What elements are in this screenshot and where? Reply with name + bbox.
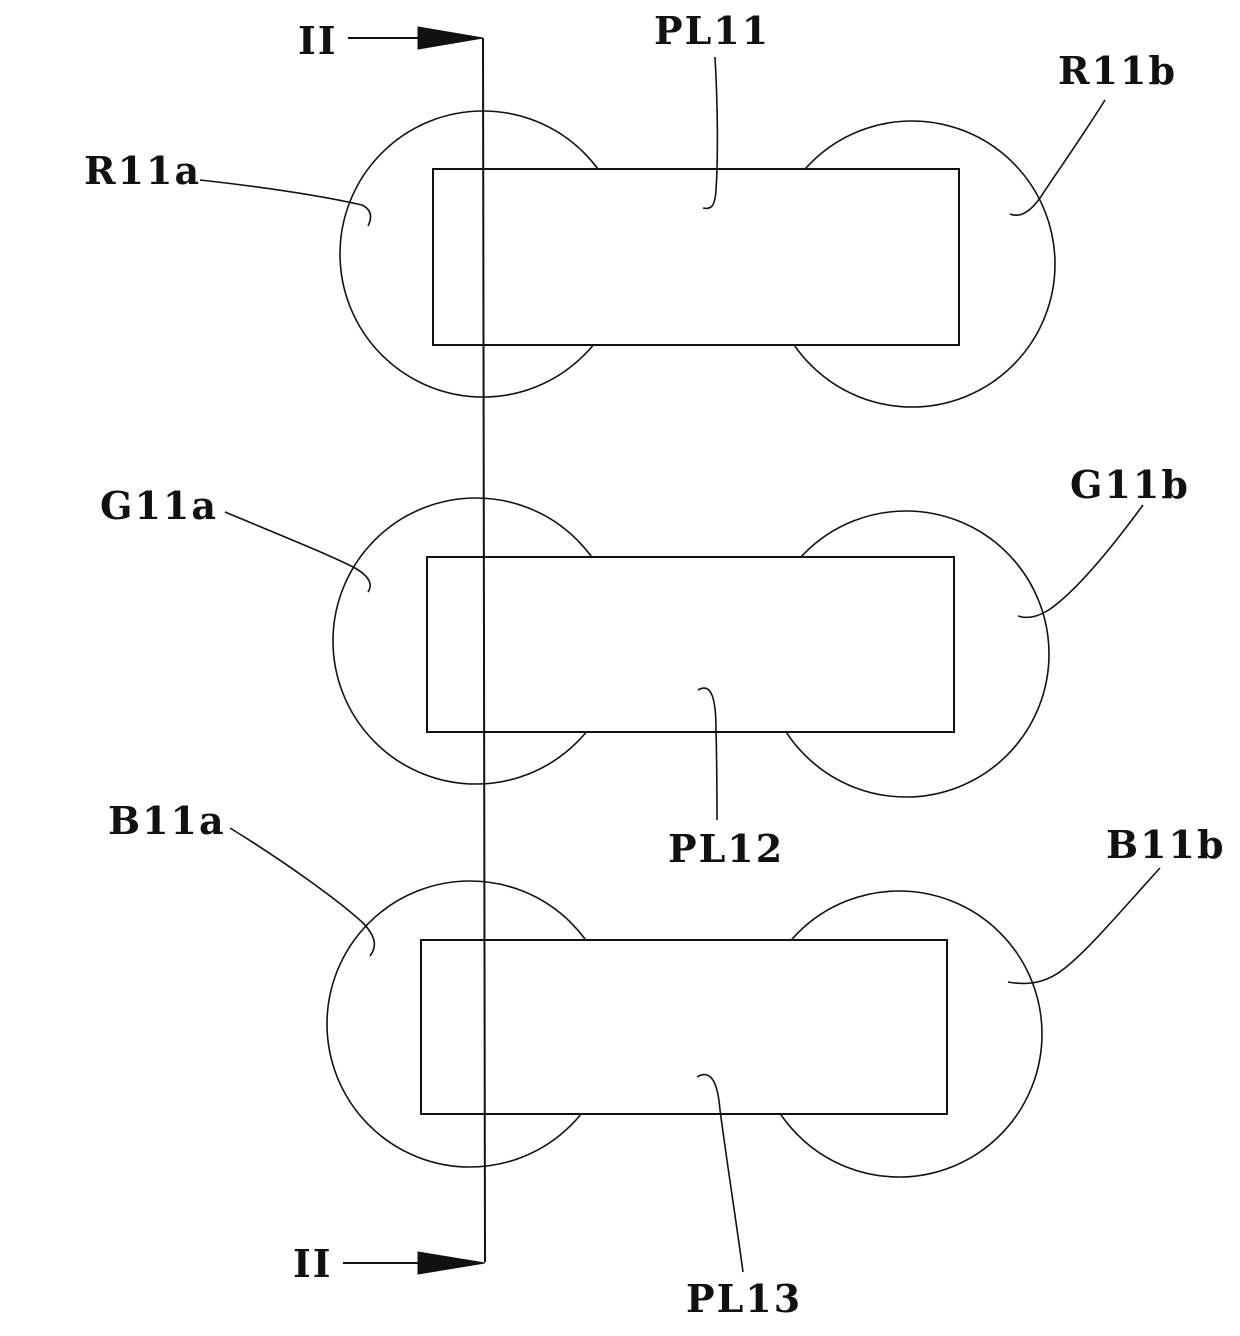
- leader-b11b: [1008, 868, 1160, 983]
- label-g11a: G11a: [100, 487, 218, 525]
- label-pl12: PL12: [668, 830, 784, 868]
- pixel-row-1: [340, 111, 1055, 407]
- subpixel-b11a-circle: [327, 881, 613, 1167]
- section-arrow-bottom-head: [418, 1252, 485, 1274]
- plate-pl13-rect: [421, 940, 947, 1114]
- section-arrow-top-head: [418, 27, 483, 49]
- subpixel-b11b-circle: [756, 891, 1042, 1177]
- label-b11a: B11a: [108, 802, 226, 840]
- leader-pl13: [697, 1075, 743, 1272]
- leader-lines: [200, 57, 1160, 1272]
- section-label-top: II: [298, 22, 338, 60]
- label-b11b: B11b: [1106, 826, 1226, 864]
- subpixel-g11b-circle: [763, 511, 1049, 797]
- label-g11b: G11b: [1070, 466, 1190, 504]
- section-line: [343, 27, 485, 1274]
- leader-b11a: [230, 828, 374, 956]
- leader-g11a: [225, 512, 370, 592]
- leader-pl12: [698, 688, 717, 820]
- section-line-vertical: [483, 38, 485, 1262]
- leader-pl11: [703, 57, 717, 208]
- subpixel-r11b-circle: [769, 121, 1055, 407]
- pixel-row-3: [327, 881, 1042, 1177]
- label-pl11: PL11: [654, 12, 770, 50]
- plate-pl12-rect: [427, 557, 954, 732]
- label-r11a: R11a: [84, 152, 201, 190]
- section-label-bottom: II: [293, 1245, 333, 1283]
- label-pl13: PL13: [686, 1280, 802, 1318]
- leader-r11b: [1010, 100, 1105, 215]
- plate-pl11-rect: [433, 169, 959, 345]
- subpixel-g11a-circle: [333, 498, 619, 784]
- leader-g11b: [1018, 505, 1143, 617]
- pixel-row-2: [333, 498, 1049, 797]
- label-r11b: R11b: [1058, 52, 1177, 90]
